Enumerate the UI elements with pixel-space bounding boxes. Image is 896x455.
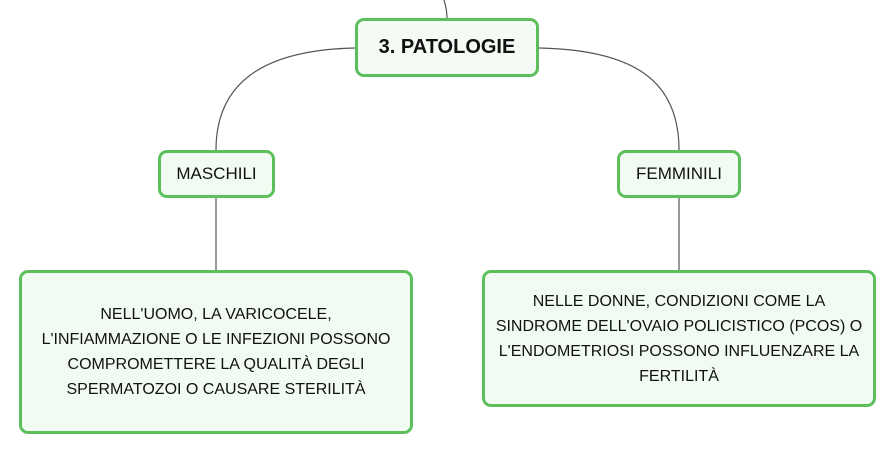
- branch-node-maschili-label: MASCHILI: [176, 164, 257, 183]
- connector-root-to-femminili: [538, 47, 680, 151]
- detail-node-femminili[interactable]: NELLE DONNE, CONDIZIONI COME LA SINDROME…: [482, 270, 876, 407]
- detail-node-maschili-text: NELL'UOMO, LA VARICOCELE, L'INFIAMMAZION…: [41, 306, 391, 398]
- root-node[interactable]: 3. PATOLOGIE: [355, 18, 539, 77]
- connector-root-to-maschili: [215, 47, 356, 151]
- branch-node-femminili-label: FEMMINILI: [636, 164, 722, 183]
- root-node-label: 3. PATOLOGIE: [378, 36, 516, 58]
- detail-node-maschili[interactable]: NELL'UOMO, LA VARICOCELE, L'INFIAMMAZION…: [19, 270, 413, 434]
- branch-node-femminili[interactable]: FEMMINILI: [617, 150, 741, 198]
- branch-node-maschili[interactable]: MASCHILI: [158, 150, 275, 198]
- detail-node-femminili-text: NELLE DONNE, CONDIZIONI COME LA SINDROME…: [495, 292, 863, 385]
- connector-parent-to-root: [443, 0, 448, 19]
